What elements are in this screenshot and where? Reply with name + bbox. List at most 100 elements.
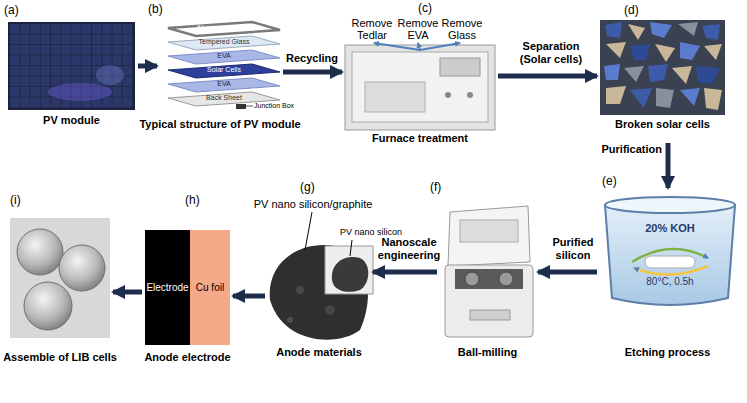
broken-cells-photo-part [702,24,720,40]
panel-letter: (i) [10,193,21,207]
broken-cells-photo-part [606,86,626,104]
arrow-label: Purified silicon [546,236,600,261]
flow-arrow [283,70,342,75]
layer-label: EVA [184,52,264,60]
broken-cells-photo-part [678,22,698,36]
ball-mill-part [470,310,510,320]
furnace-photo-part [445,92,451,98]
layer-label: Aluminium Frame [184,24,264,32]
flow-arrow [538,270,597,275]
furnace-photo-part [420,43,460,50]
part-label: Junction Box [254,102,302,110]
powder-photo-part [287,317,293,323]
broken-cells-photo-part [650,22,672,38]
arrow-label: Recycling [283,52,341,65]
etching-beaker-part [605,205,735,305]
arrow-label: Separation (Solar cells) [510,40,592,65]
panel-letter: (e) [602,174,617,188]
panel-caption: Assemble of LIB cells [0,351,125,363]
broken-cells-photo-part [624,66,644,82]
process-panel: (i)Assemble of LIB cells [10,218,110,338]
ball-mill-part [455,269,523,289]
process-panel: (f)Ball-milling [440,200,535,340]
flow-arrow [666,143,671,188]
ball-mill [445,206,533,337]
flow-arrow [498,74,597,79]
ball-mill-part [499,272,513,286]
reagent-label: 20% KOH [620,222,720,234]
process-panel: (g)Anode materials [268,230,370,340]
panel-letter: (b) [148,2,163,16]
coin-cells-photo-part [59,245,105,291]
panel-caption: Anode electrode [125,351,250,363]
flow-arrow [233,294,265,299]
panel-caption: Ball-milling [440,346,535,358]
ball-mill-part [445,265,533,337]
furnace-photo-part [418,43,420,50]
layer-structure-part [168,78,280,92]
broken-cells-photo-part [696,66,720,84]
coin-cells-photo-part [24,282,72,330]
panel-caption: Etching process [600,346,735,358]
condition-label: 80°C, 0.5h [620,276,720,287]
powder-photo-part [325,246,373,294]
coin-cells-photo [10,218,110,338]
powder-photo-part [296,286,304,294]
pv-module-photo-part [48,83,112,101]
panel-letter: (h) [185,193,200,207]
layer-structure-part [168,36,280,50]
panel-caption: Furnace treatment [345,132,495,144]
panel-letter: (a) [4,3,19,17]
broken-cells-photo-part [606,42,626,58]
layer-structure-part [246,106,253,107]
panel-caption: Anode materials [258,346,380,358]
pv-module-photo-part [96,65,124,85]
process-panel: (c)Furnace treatment [345,45,495,130]
furnace-photo-part [345,45,495,130]
layer-label: Back Sheet [184,94,264,102]
layer-box: Cu foil [190,230,230,345]
etching-beaker [605,197,735,305]
flow-arrow [373,270,437,275]
layer-label: Cu foil [196,282,224,293]
ball-mill-part [448,206,530,266]
layer-structure-part [236,104,246,109]
furnace-photo [345,43,495,130]
panel-letter: (d) [624,3,639,17]
broken-cells-photo-part [628,24,645,40]
panel-caption: Typical structure of PV module [115,118,325,130]
powder-photo-part [332,257,368,292]
broken-cells-photo-part [604,64,620,80]
ball-mill-part [465,272,479,286]
layer-structure-part [168,22,280,36]
furnace-photo-part [365,82,425,112]
broken-cells-photo-part [648,64,668,82]
process-panel: (d)Broken solar cells [600,20,725,115]
broken-cells-photo-part [655,44,675,62]
powder-photo-part [325,305,335,315]
broken-cells-photo-part [605,22,622,38]
panel-letter: (f) [430,180,441,194]
coin-cells-photo-part [17,229,63,275]
layer-structure [168,22,280,109]
broken-cells-photo-part [656,88,674,108]
coin-cells-photo-part [10,218,110,338]
broken-cells-photo-part [630,44,650,60]
furnace-photo-part [467,92,473,98]
layer-label: EVA [184,80,264,88]
layer-structure-part [168,64,280,78]
powder-photo-part [305,212,312,250]
furnace-photo-part [440,58,480,76]
broken-cells-photo-part [680,88,700,106]
broken-cells-photo-part [704,88,722,110]
pv-module-photo-part [10,24,133,108]
powder-photo-part [350,240,352,256]
step-note: Remove Glass [440,17,484,41]
layer-label: Tempered Glass [184,38,264,46]
step-note: Remove Tedlar [350,17,394,41]
layer-label: Electrode [146,282,188,293]
pv-module-photo [8,22,135,110]
layer-box: Electrode [145,230,190,345]
process-panel: (a)PV module [8,22,135,110]
